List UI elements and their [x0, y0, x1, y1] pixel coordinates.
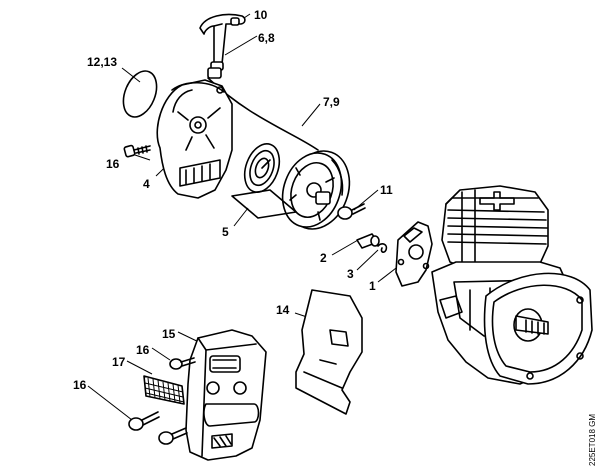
callout-15: 15: [162, 327, 176, 341]
callout-10: 10: [254, 8, 268, 22]
rope-rotor: [281, 150, 351, 230]
pawl-carrier: [395, 221, 433, 287]
callout-11: 11: [380, 183, 393, 197]
muffler-screw-upper: [169, 357, 196, 370]
rope-clip: [207, 61, 224, 79]
grip-insert: [230, 17, 240, 26]
callout-1: 1: [369, 279, 376, 293]
callout-12-13: 12,13: [87, 55, 117, 69]
muffler-screw-lower-right: [158, 427, 188, 445]
callout-16-housing: 16: [106, 157, 120, 171]
callout-6-8: 6,8: [258, 31, 275, 45]
crankshaft: [513, 308, 549, 342]
gasket-ring: [122, 70, 158, 118]
starter-grip: [199, 13, 246, 67]
callout-14: 14: [276, 303, 290, 317]
muffler: [185, 329, 267, 461]
callout-16-muffler-upper: 16: [136, 343, 150, 357]
pawl-screw: [337, 203, 366, 220]
rewind-spring: [243, 143, 281, 193]
engine-cylinder: [441, 185, 549, 271]
starter-pawl: [356, 233, 380, 249]
callout-4: 4: [143, 177, 150, 191]
callout-2: 2: [320, 251, 327, 265]
callout-7-9: 7,9: [323, 95, 340, 109]
baffle-plate: [295, 289, 363, 415]
callout-3: 3: [347, 267, 354, 281]
housing-screw: [123, 144, 151, 158]
spark-arrestor-screen: [143, 375, 185, 405]
callout-16-muffler-lower: 16: [73, 378, 87, 392]
callout-5: 5: [222, 225, 229, 239]
fan-housing: [156, 79, 233, 199]
pawl-spring: [377, 243, 388, 253]
muffler-screw-lower-left: [128, 411, 160, 431]
callout-17: 17: [112, 355, 126, 369]
callout-labels: 10 6,8 12,13 7,9 16 4 5 11 2 3 1 14 15 1…: [73, 8, 393, 392]
drawing-code: 225ET018 GM: [588, 414, 597, 466]
rotor-bracket: [231, 189, 297, 219]
